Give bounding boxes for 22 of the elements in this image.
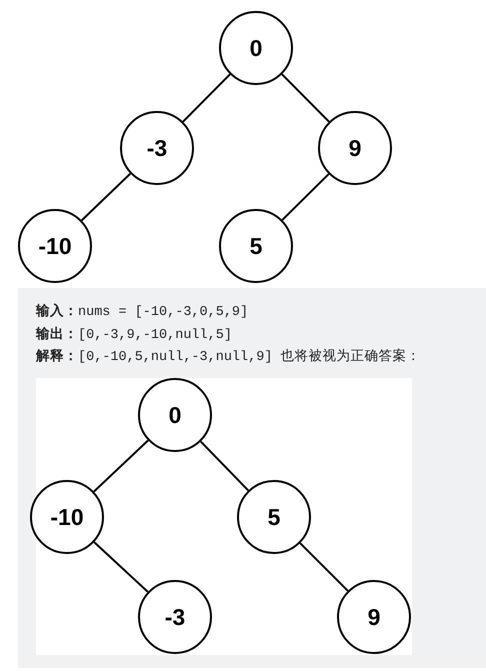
tree-edge bbox=[200, 440, 249, 492]
tree-edge bbox=[282, 173, 330, 221]
example-text: 输入：nums = [-10,-3,0,5,9] bbox=[36, 302, 248, 320]
node-value: -3 bbox=[146, 134, 168, 162]
example-text: 解释：[0,-10,5,null,-3,null,9] 也将被视为正确答案： bbox=[36, 347, 421, 365]
tree-node-circle bbox=[318, 111, 392, 185]
tree-edge bbox=[182, 74, 231, 122]
tree-edge bbox=[299, 542, 349, 592]
tree-edge bbox=[93, 541, 149, 593]
node-value: 9 bbox=[368, 604, 380, 630]
example-text: 输出：[0,-3,9,-10,null,5] bbox=[36, 324, 232, 342]
node-value: 9 bbox=[348, 134, 362, 162]
node-value: -3 bbox=[164, 604, 186, 630]
node-value: 0 bbox=[250, 34, 262, 62]
node-value: -10 bbox=[38, 232, 72, 260]
node-value: 5 bbox=[268, 504, 280, 530]
node-value: 5 bbox=[250, 232, 262, 260]
tree-edge bbox=[281, 74, 330, 122]
tree-edge bbox=[93, 440, 149, 492]
tree-edge bbox=[80, 172, 132, 222]
node-value: 0 bbox=[168, 402, 182, 428]
node-value: -10 bbox=[50, 504, 84, 530]
